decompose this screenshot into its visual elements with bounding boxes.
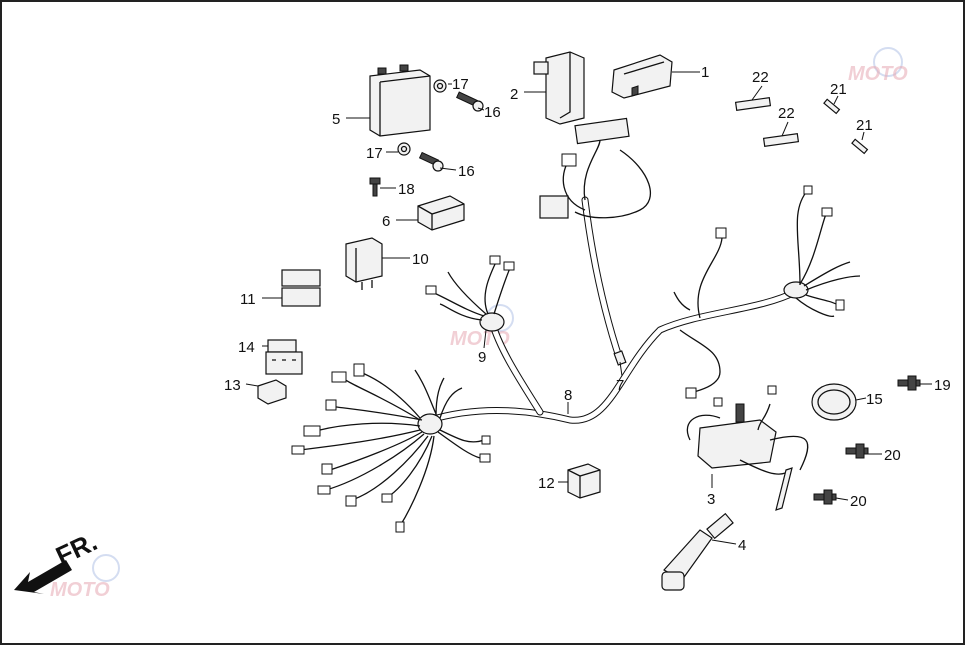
callout-20-lower: 20: [850, 493, 867, 510]
svg-text:MOTO: MOTO: [848, 63, 908, 85]
part-17-nut-lower: [397, 142, 411, 156]
part-16-bolt-lower: [418, 151, 444, 172]
callout-3: 3: [707, 491, 715, 508]
watermark-top-right: MOTO: [848, 47, 908, 85]
callout-10: 10: [412, 251, 429, 268]
watermark-bottom-left: MOTO: [50, 554, 120, 601]
part-11-fuse-block: [281, 269, 321, 307]
part-12-relay-box: [567, 463, 601, 499]
part-2-cdi: [533, 51, 585, 125]
leader-lines: [245, 71, 932, 545]
part-17-nut-upper: [433, 79, 447, 93]
callout-20-upper: 20: [884, 447, 901, 464]
callout-16-lower: 16: [458, 163, 475, 180]
callout-22-upper: 22: [752, 69, 769, 86]
part-3-ignition-coil: [686, 385, 809, 511]
part-10-relay: [345, 237, 383, 290]
part-21-fuse-lower: [851, 138, 869, 155]
callout-17-lower: 17: [366, 145, 383, 162]
callout-2: 2: [510, 86, 518, 103]
callout-21-lower: 21: [856, 117, 873, 134]
callout-14: 14: [238, 339, 255, 356]
callout-12: 12: [538, 475, 555, 492]
callout-9: 9: [478, 349, 486, 366]
svg-text:MOTO: MOTO: [50, 579, 110, 601]
callout-18: 18: [398, 181, 415, 198]
part-20-bolt-upper: [845, 443, 869, 459]
part-18-screw: [369, 177, 381, 197]
callout-7: 7: [616, 377, 624, 394]
part-1-cover: [611, 54, 673, 99]
callout-4: 4: [738, 537, 746, 554]
part-13-flasher: [257, 379, 287, 405]
part-8-main-harness: [291, 117, 861, 533]
callout-5: 5: [332, 111, 340, 128]
part-4-spark-plug-cap: [661, 512, 734, 591]
part-6-regulator: [417, 195, 465, 231]
callout-17-upper: 17: [452, 76, 469, 93]
callout-8: 8: [564, 387, 572, 404]
callout-15: 15: [866, 391, 883, 408]
part-20-bolt-lower: [813, 489, 837, 505]
callout-22-lower: 22: [778, 105, 795, 122]
callout-11: 11: [240, 291, 256, 308]
part-5-battery: [369, 64, 431, 137]
part-14-connector: [265, 339, 303, 375]
callout-6: 6: [382, 213, 390, 230]
part-22-fuse-upper: [734, 96, 772, 112]
callout-labels: 1 2 3 4 5 6 7 8 9 10 11 12 13 14 15 16 1…: [224, 64, 951, 554]
part-22-fuse-lower: [762, 132, 800, 148]
callout-1: 1: [701, 64, 709, 81]
part-21-fuse-upper: [823, 98, 841, 115]
callout-16-upper: 16: [484, 104, 501, 121]
callout-19: 19: [934, 377, 951, 394]
callout-13: 13: [224, 377, 241, 394]
part-15-clamp: [811, 383, 857, 421]
part-19-bolt: [897, 375, 921, 391]
callout-21-upper: 21: [830, 81, 847, 98]
